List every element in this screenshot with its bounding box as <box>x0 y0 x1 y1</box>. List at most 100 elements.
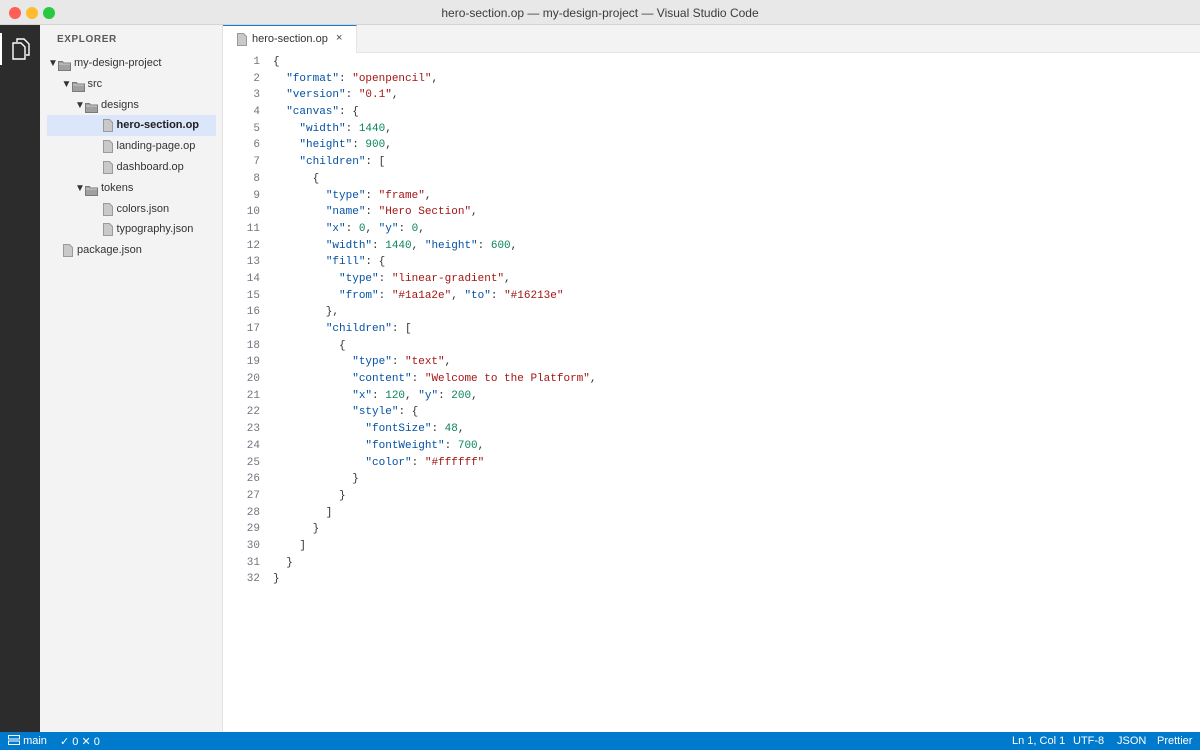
line-number: 18 <box>246 339 260 352</box>
code-editor[interactable]: 1{2 "format": "openpencil",3 "version": … <box>223 53 1200 732</box>
line-number: 24 <box>246 439 260 452</box>
line-text: { <box>273 172 320 185</box>
line-number: 25 <box>246 456 260 469</box>
tree-folder[interactable]: ▼ tokens <box>47 178 216 199</box>
line-text: } <box>273 489 346 502</box>
chevron-down-icon: ▼ <box>75 182 85 194</box>
line-text: "fill": { <box>325 256 386 269</box>
formatter-indicator[interactable]: Prettier <box>1157 735 1193 747</box>
line-number: 26 <box>246 473 260 486</box>
explorer-activity-button[interactable] <box>0 33 40 65</box>
line-text: "width": 1440, "height": 600, <box>325 239 518 252</box>
problems-indicator[interactable]: ✓ 0 ✕ 0 <box>60 736 100 748</box>
line-text: "x": 0, "y": 0, <box>325 222 425 235</box>
line-text: "type": "text", <box>352 356 452 369</box>
title-bar: hero-section.op — my-design-project — Vi… <box>0 0 1200 25</box>
file-icon <box>102 223 113 244</box>
line-number: 29 <box>246 523 260 536</box>
file-icon <box>102 119 113 140</box>
tab-bar: hero-section.op × <box>223 25 1200 53</box>
line-number: 11 <box>246 222 260 235</box>
line-text: "name": "Hero Section", <box>325 206 478 219</box>
line-text: "type": "linear-gradient", <box>339 272 511 285</box>
line-text: } <box>273 573 280 586</box>
line-text: "children": [ <box>299 156 386 169</box>
line-number: 9 <box>253 189 260 202</box>
source-control-icon <box>8 735 20 745</box>
tree-item-label: designs <box>101 98 139 111</box>
tree-item-label: tokens <box>101 181 134 194</box>
line-number: 20 <box>246 373 260 386</box>
line-text: "content": "Welcome to the Platform", <box>352 373 597 386</box>
line-number: 3 <box>253 89 260 102</box>
tree-file[interactable]: typography.json <box>47 219 216 240</box>
line-number: 14 <box>246 272 260 285</box>
line-number: 5 <box>253 122 260 135</box>
files-icon <box>12 38 30 60</box>
language-mode[interactable]: JSON <box>1117 735 1147 747</box>
encoding-indicator[interactable]: UTF-8 <box>1073 735 1105 747</box>
line-number: 27 <box>246 489 260 502</box>
line-text: "canvas": { <box>286 106 359 119</box>
line-text: } <box>273 473 359 486</box>
tree-folder[interactable]: ▼ my-design-project <box>47 53 216 74</box>
tree-folder[interactable]: ▼ src <box>47 74 216 95</box>
line-text: } <box>273 556 293 569</box>
line-text: "color": "#ffffff" <box>365 456 485 469</box>
line-text: "style": { <box>352 406 419 419</box>
close-window-button[interactable] <box>9 7 21 19</box>
line-number: 30 <box>246 539 260 552</box>
tree-file[interactable]: landing-page.op <box>47 136 216 157</box>
explorer-title: EXPLORER <box>57 34 117 45</box>
line-text: ] <box>273 506 333 519</box>
folder-icon <box>58 58 71 79</box>
minimize-window-button[interactable] <box>26 7 38 19</box>
tree-item-label: my-design-project <box>74 57 162 69</box>
line-text: "x": 120, "y": 200, <box>352 389 478 402</box>
line-number: 17 <box>246 323 260 335</box>
chevron-down-icon: ▼ <box>48 58 58 69</box>
folder-icon <box>85 183 98 204</box>
line-text: "children": [ <box>325 323 412 335</box>
tab-label: hero-section.op <box>252 33 328 45</box>
line-number: 13 <box>246 256 260 269</box>
line-text: }, <box>273 306 340 319</box>
folder-icon <box>85 100 98 121</box>
maximize-window-button[interactable] <box>43 7 55 19</box>
tree-item-label: src <box>87 77 103 90</box>
chevron-down-icon: ▼ <box>75 99 85 111</box>
line-text: "height": 900, <box>299 139 392 152</box>
line-number: 15 <box>246 289 260 302</box>
line-number: 1 <box>253 56 260 68</box>
line-number: 2 <box>253 72 260 85</box>
window-title: hero-section.op — my-design-project — Vi… <box>441 6 759 20</box>
close-tab-button[interactable]: × <box>336 32 343 44</box>
tree-folder[interactable]: ▼ designs <box>47 95 216 116</box>
file-icon <box>237 33 247 46</box>
cursor-position[interactable]: Ln 1, Col 1 <box>1012 735 1066 747</box>
line-number: 21 <box>246 389 260 402</box>
line-text: "from": "#1a1a2e", "to": "#16213e" <box>339 289 564 302</box>
line-text: } <box>273 523 320 536</box>
tree-file[interactable]: hero-section.op <box>47 115 216 137</box>
tree-item-label: colors.json <box>116 202 170 215</box>
line-text: "width": 1440, <box>299 122 392 135</box>
tree-item-label: hero-section.op <box>116 119 200 132</box>
line-number: 32 <box>246 573 260 586</box>
line-number: 4 <box>253 106 260 119</box>
chevron-down-icon: ▼ <box>61 78 72 90</box>
tree-file[interactable]: colors.json <box>47 199 216 220</box>
line-number: 6 <box>253 139 260 152</box>
line-number: 28 <box>246 506 260 519</box>
line-text: "fontWeight": 700, <box>365 439 485 452</box>
tree-file[interactable]: dashboard.op <box>47 157 216 178</box>
line-number: 23 <box>246 423 260 436</box>
tree-file[interactable]: package.json <box>47 240 216 261</box>
line-text: { <box>273 339 346 352</box>
tab-hero-section[interactable]: hero-section.op × <box>223 25 357 53</box>
line-number: 12 <box>246 239 260 252</box>
file-icon <box>102 140 113 161</box>
line-text: "type": "frame", <box>325 189 432 202</box>
branch-indicator[interactable]: main <box>8 735 47 747</box>
